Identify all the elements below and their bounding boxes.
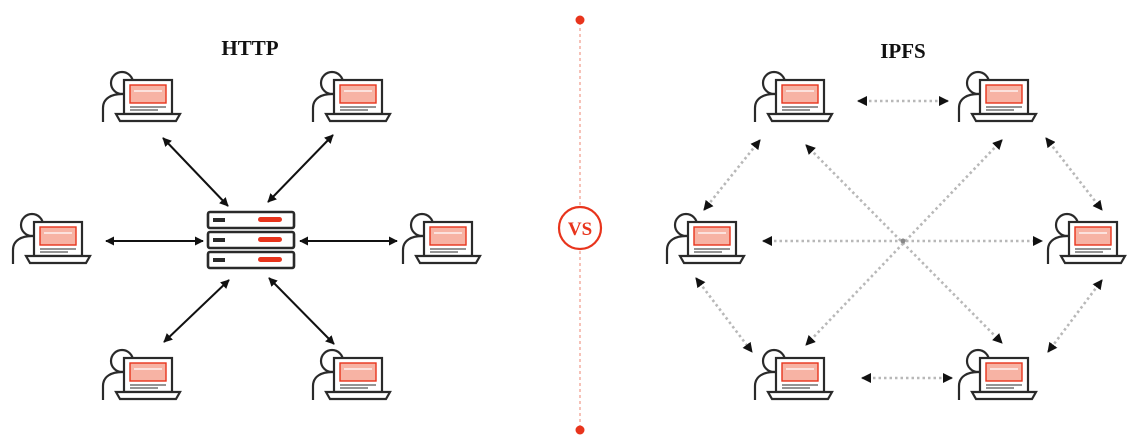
http-client-top-right-icon bbox=[311, 70, 392, 124]
ipfs-node-bottom-right-icon bbox=[957, 348, 1038, 402]
http-title: HTTP bbox=[221, 36, 278, 60]
http-client-bottom-left-icon bbox=[101, 348, 182, 402]
http-client-top-left-icon bbox=[101, 70, 182, 124]
ipfs-node-bottom-left-icon bbox=[753, 348, 834, 402]
ipfs-link-ml-bl bbox=[694, 277, 754, 353]
ipfs-link-tl-br bbox=[805, 144, 1003, 344]
divider-bottom-dot bbox=[575, 425, 585, 435]
vs-badge bbox=[557, 205, 603, 251]
vs-label: VS bbox=[568, 219, 592, 240]
ipfs-node-left-icon bbox=[665, 212, 746, 266]
ipfs-link-tl-ml bbox=[702, 139, 762, 211]
ipfs-node-right-icon bbox=[1046, 212, 1127, 266]
http-link-bottom-right bbox=[268, 277, 335, 345]
server-rack-icon bbox=[206, 210, 296, 270]
ipfs-center-point bbox=[900, 238, 906, 244]
ipfs-node-top-right-icon bbox=[957, 70, 1038, 124]
ipfs-title: IPFS bbox=[880, 39, 926, 63]
vs-divider: VS bbox=[557, 15, 603, 435]
http-link-top-left bbox=[162, 137, 229, 207]
http-client-left-icon bbox=[11, 212, 92, 266]
http-client-right-icon bbox=[401, 212, 482, 266]
ipfs-node-top-left-icon bbox=[753, 70, 834, 124]
divider-top-dot bbox=[575, 15, 585, 25]
http-link-top-right bbox=[267, 134, 334, 203]
http-connections bbox=[105, 134, 398, 345]
ipfs-connections bbox=[694, 96, 1104, 383]
http-link-bottom-left bbox=[163, 279, 230, 343]
ipfs-link-mr-br bbox=[1046, 279, 1104, 353]
http-client-bottom-right-icon bbox=[311, 348, 392, 402]
ipfs-link-tr-mr bbox=[1044, 137, 1104, 211]
